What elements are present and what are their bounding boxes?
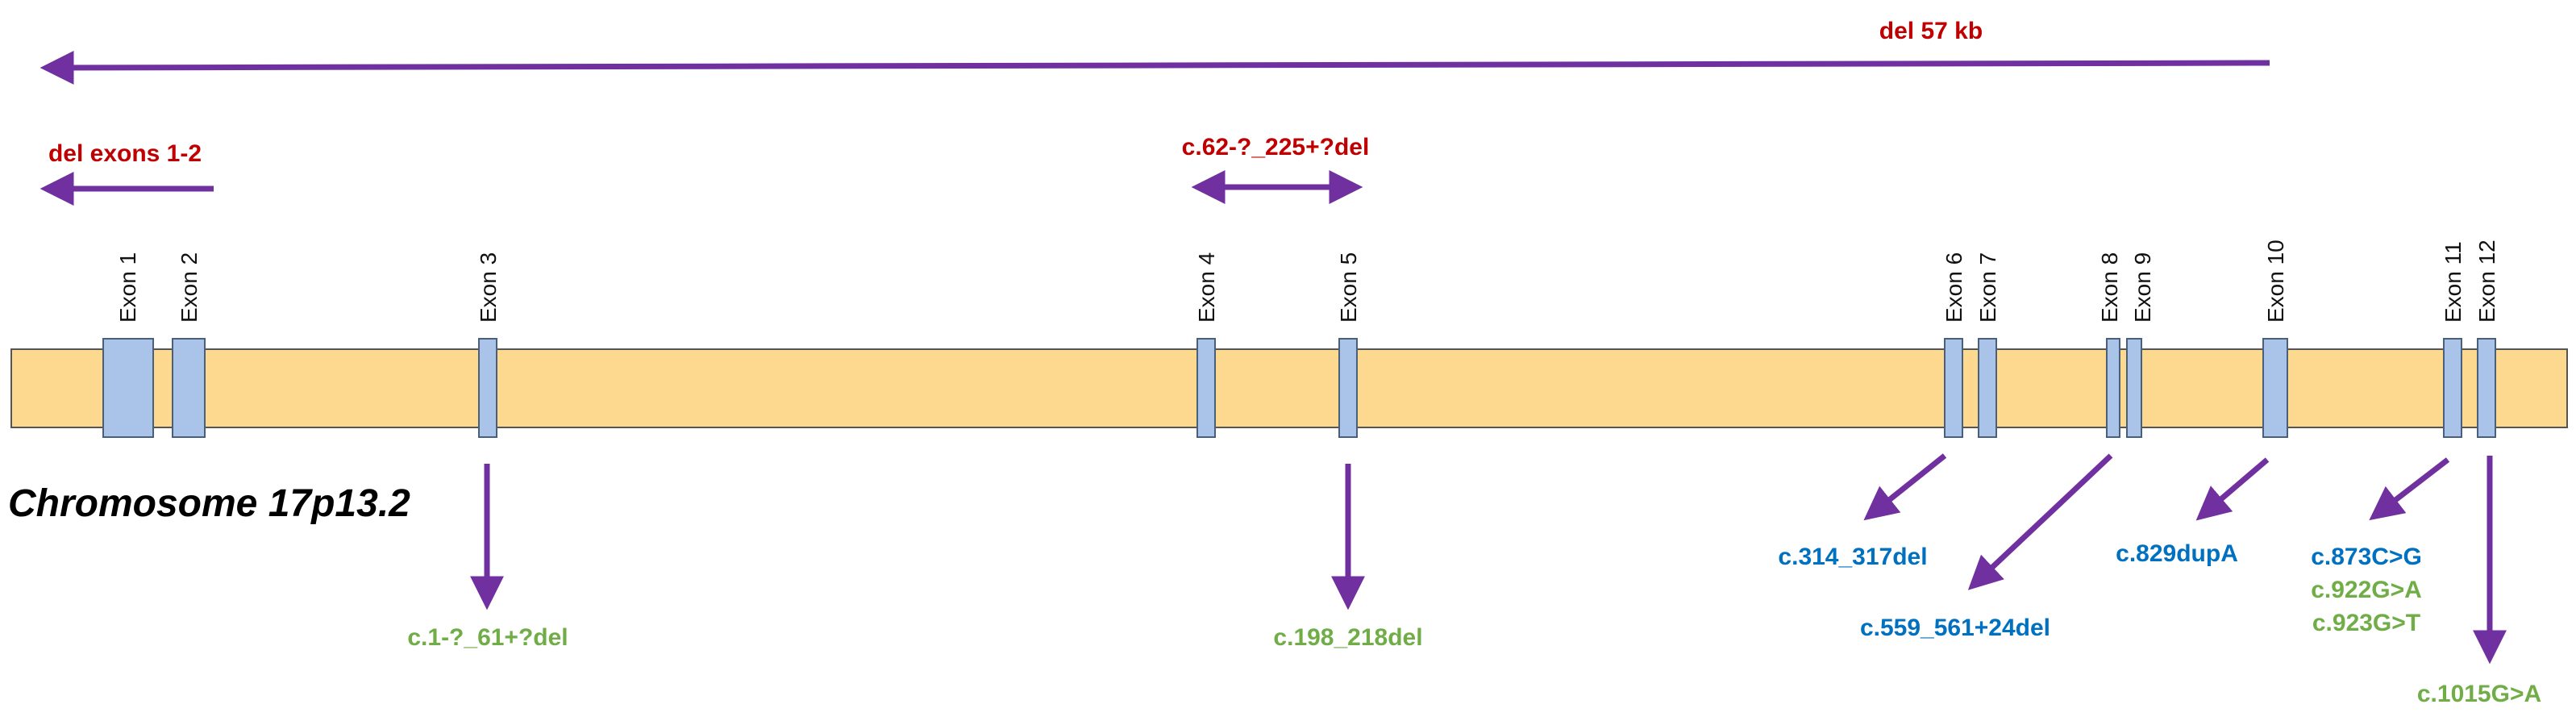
exon-4-label: Exon 4 <box>1194 252 1219 323</box>
chromosome-label: Chromosome 17p13.2 <box>8 482 410 525</box>
chromosome-bar <box>10 348 2568 428</box>
deletion-57kb: del 57 kb <box>40 18 2270 85</box>
exon-9-label: Exon 9 <box>2130 252 2155 323</box>
exon-3-box <box>478 338 497 438</box>
deletion-exons-4-5: c.62-?_225+?del <box>1182 134 1370 204</box>
exon-2-box <box>172 338 206 438</box>
variant-arrows <box>470 453 2507 665</box>
exon-11-label: Exon 11 <box>2441 241 2466 323</box>
exon6-variant-arrow <box>1863 453 1947 521</box>
exon3-variant-label: c.1-?_61+?del <box>407 624 568 651</box>
exon-10-label: Exon 10 <box>2263 240 2288 323</box>
exon-9-box <box>2126 338 2142 438</box>
exon11-variant-label-2: c.922G>A <box>2311 577 2422 603</box>
exon5-variant-label: c.198_218del <box>1273 624 1422 651</box>
exon11-variant-arrow <box>2369 457 2450 521</box>
deletion-57kb-label: del 57 kb <box>1879 18 1983 44</box>
exon-1-label: Exon 1 <box>115 252 140 323</box>
exon-8-label: Exon 8 <box>2097 252 2122 323</box>
exon-1-box <box>102 338 154 438</box>
exon-8-box <box>2106 338 2120 438</box>
exon6-variant-label: c.314_317del <box>1778 544 1927 570</box>
exon-7-label: Exon 7 <box>1975 252 2000 323</box>
exon11-variant-label-1: c.873C>G <box>2311 544 2422 570</box>
deletion-57kb-arrow <box>40 50 2270 85</box>
exon10-variant-arrow <box>2195 457 2270 521</box>
exon12-variant-label: c.1015G>A <box>2417 681 2541 707</box>
exon-5-box <box>1338 338 1358 438</box>
deletion-exons-1-2: del exons 1-2 <box>40 140 214 206</box>
exon-7-box <box>1978 338 1997 438</box>
variant-labels: c.1-?_61+?del c.198_218del c.314_317del … <box>407 540 2541 707</box>
exon-5-label: Exon 5 <box>1336 252 1361 323</box>
exon11-variant-label-3: c.923G>T <box>2312 610 2420 636</box>
deletion-exons-1-2-label: del exons 1-2 <box>48 140 202 167</box>
exon-labels: Exon 1 Exon 2 Exon 3 Exon 4 Exon 5 Exon … <box>115 240 2499 323</box>
exon8-variant-label: c.559_561+24del <box>1860 615 2050 641</box>
deletion-exons-4-5-label: c.62-?_225+?del <box>1182 134 1370 160</box>
exon-4-box <box>1196 338 1216 438</box>
exon10-variant-label: c.829dupA <box>2116 540 2238 567</box>
exon-6-box <box>1944 338 1963 438</box>
exon-10-box <box>2262 338 2288 438</box>
exon-boxes <box>102 338 2496 438</box>
exon-12-box <box>2477 338 2496 438</box>
exon-11-box <box>2443 338 2462 438</box>
exon-6-label: Exon 6 <box>1941 252 1966 323</box>
exon8-variant-arrow <box>1967 453 2113 590</box>
exon-3-label: Exon 3 <box>476 252 501 323</box>
exon-12-label: Exon 12 <box>2474 240 2499 323</box>
exon-2-label: Exon 2 <box>177 252 202 323</box>
